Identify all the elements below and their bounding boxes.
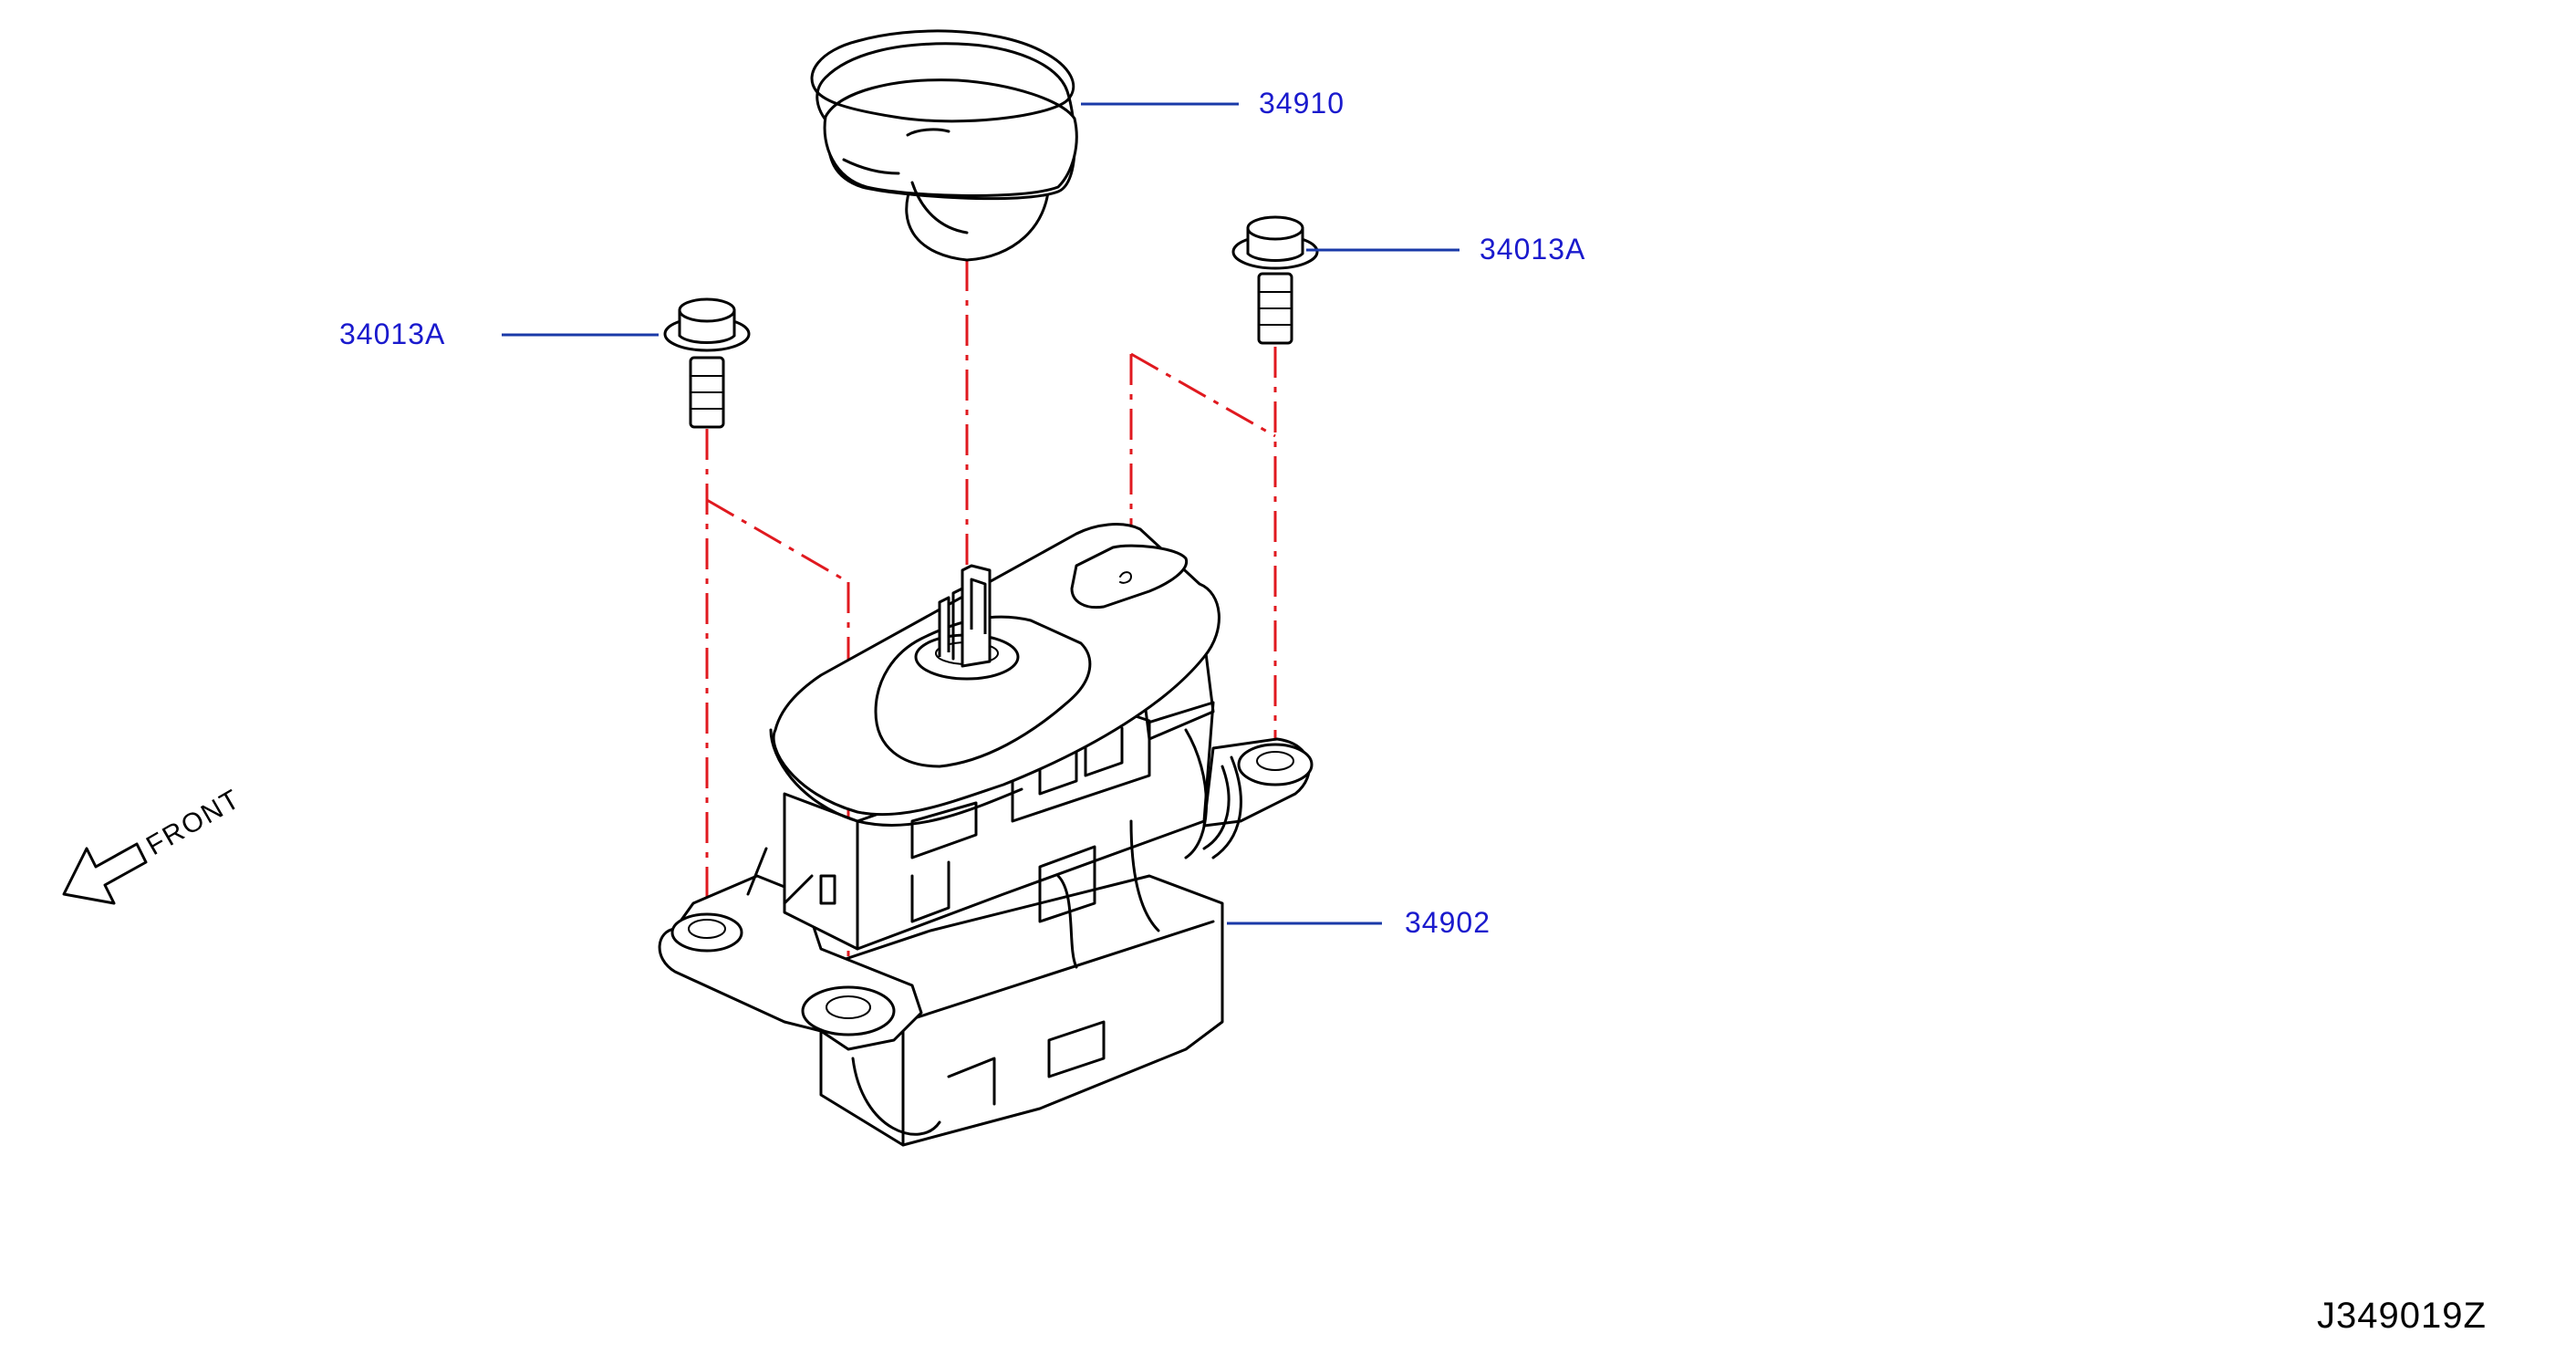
part-number-bolt-right[interactable]: 34013A [1480,233,1586,266]
bolt-left [663,297,751,429]
front-arrow-icon [62,842,148,905]
part-number-knob[interactable]: 34910 [1259,87,1345,120]
phantom-line-left-bolt-diagonal [706,498,849,584]
phantom-line-right-bolt-diagonal [1130,352,1276,438]
leader-lines [502,102,1459,925]
part-number-bolt-left[interactable]: 34013A [339,318,446,350]
shift-knob [810,29,1078,262]
part-number-shifter-assembly[interactable]: 34902 [1405,906,1491,939]
bolt-right [1231,215,1319,345]
front-direction-indicator: FRONT [62,784,246,905]
diagram-id: J349019Z [2317,1296,2487,1336]
shifter-assembly [658,523,1314,1147]
front-label: FRONT [141,784,246,861]
